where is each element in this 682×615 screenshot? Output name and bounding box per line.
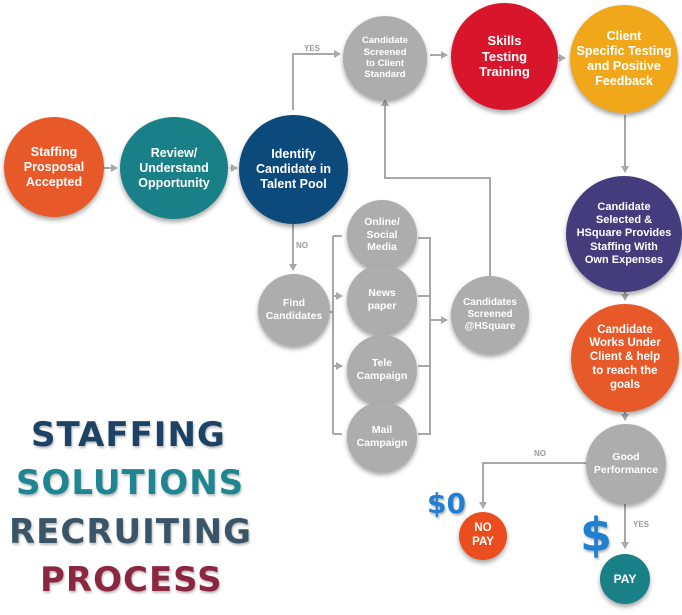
arrow-identify-yes bbox=[292, 50, 341, 110]
node-pay: PAY bbox=[600, 554, 650, 604]
node-no-pay: NO PAY bbox=[459, 512, 507, 560]
node-client-specific-testing: Client Specific Testing and Positive Fee… bbox=[570, 5, 678, 113]
node-online-social-media: Online/ Social Media bbox=[347, 200, 417, 270]
node-good-performance: Good Performance bbox=[586, 424, 666, 504]
dollar-sign-icon: $ bbox=[580, 508, 613, 562]
node-newspaper: News paper bbox=[347, 265, 417, 335]
title-line-recruiting: RECRUITING bbox=[9, 512, 253, 552]
node-candidate-selected: Candidate Selected & HSquare Provides St… bbox=[566, 176, 682, 292]
title-line-staffing: STAFFING bbox=[31, 415, 226, 455]
zero-dollar-icon: $0 bbox=[427, 487, 466, 520]
bracket-channels-to-screened bbox=[418, 237, 431, 435]
label-no-left: NO bbox=[296, 241, 308, 250]
title-line-process: PROCESS bbox=[40, 560, 223, 600]
node-identify-candidate: Identify Candidate in Talent Pool bbox=[239, 115, 348, 224]
node-screened-client-standard: Candidate Screened to Client Standard bbox=[343, 16, 427, 100]
label-yes-top: YES bbox=[304, 44, 321, 53]
label-no-performance: NO bbox=[534, 449, 546, 458]
node-find-candidates: Find Candidates bbox=[258, 274, 330, 346]
arrow-good-to-nopay bbox=[479, 462, 586, 509]
node-mail-campaign: Mail Campaign bbox=[347, 402, 417, 472]
node-candidate-works: Candidate Works Under Client & help to r… bbox=[571, 304, 679, 412]
node-skills-testing: Skills Testing Training bbox=[451, 3, 558, 110]
title-line-solutions: SOLUTIONS bbox=[16, 463, 245, 503]
label-yes-performance: YES bbox=[633, 520, 650, 529]
arrow-hsquare-to-client bbox=[381, 99, 491, 276]
node-tele-campaign: Tele Campaign bbox=[347, 335, 417, 405]
node-review-opportunity: Review/ Understand Opportunity bbox=[120, 117, 228, 219]
node-staffing-proposal: Staffing Prosposal Accepted bbox=[4, 117, 104, 217]
bracket-find-to-channels bbox=[328, 235, 342, 435]
node-candidates-screened-hsquare: Candidates Screened @HSquare bbox=[451, 276, 529, 354]
